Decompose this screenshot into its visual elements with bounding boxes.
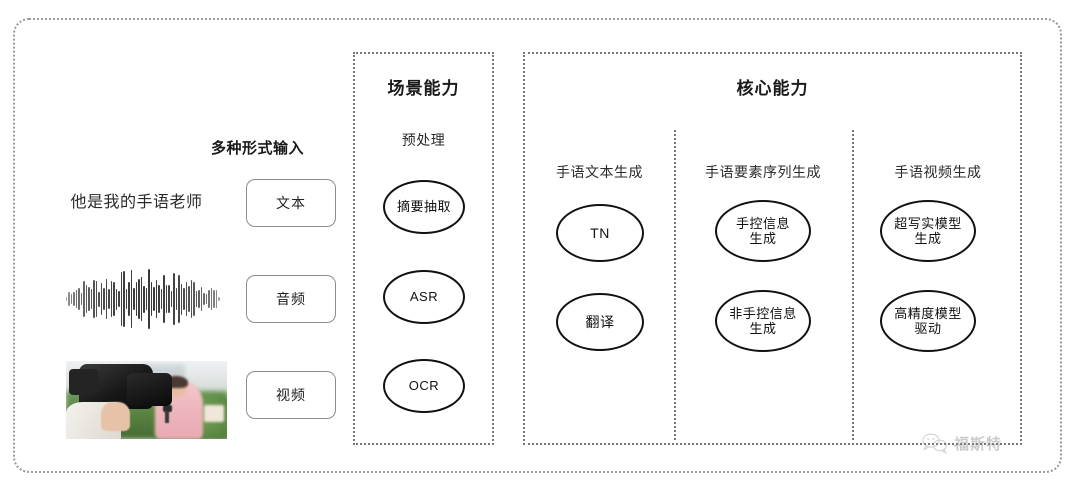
core-capability-panel: 核心能力 手语文本生成 TN 翻译 手语要素序列生成 手控信息 生成 非手控信息… [523,52,1022,445]
core-column-label-element-sequence: 手语要素序列生成 [705,164,821,180]
core-column-divider-1 [674,130,676,440]
node-manual-signal-generation[interactable]: 手控信息 生成 [715,200,811,262]
audio-waveform-icon [58,268,228,330]
thumb-camera-lens [127,373,173,407]
node-high-precision-line1: 高精度模型 [894,305,962,321]
core-capability-title: 核心能力 [736,79,809,98]
input-button-text[interactable]: 文本 [246,179,336,227]
thumb-microphone [162,405,173,413]
input-button-video[interactable]: 视频 [246,371,336,419]
core-column-label-text-generation: 手语文本生成 [556,164,643,180]
node-asr[interactable]: ASR [383,270,465,324]
sample-text: 他是我的手语老师 [70,194,203,211]
node-translation-line1: 翻译 [585,313,615,330]
multi-input-label: 多种形式输入 [210,140,304,157]
node-hyperrealistic-model-generation[interactable]: 超写实模型 生成 [880,200,976,262]
thumb-notebook [204,404,224,422]
node-summary-extraction[interactable]: 摘要抽取 [383,180,465,234]
node-hyperrealistic-line2: 生成 [914,231,942,246]
node-non-manual-signal-generation[interactable]: 非手控信息 生成 [715,290,811,352]
wechat-icon [922,433,947,454]
node-ocr[interactable]: OCR [383,359,465,413]
thumb-camera-hood [69,368,99,396]
input-button-audio[interactable]: 音频 [246,275,336,323]
thumb-microphone-handle [165,410,170,424]
node-non-manual-signal-line1: 非手控信息 [729,305,797,321]
scene-capability-panel: 场景能力 预处理 摘要抽取 ASR OCR [353,52,494,445]
node-tn-line1: TN [590,224,610,241]
node-translation[interactable]: 翻译 [556,293,644,351]
watermark-text: 福斯特 [954,435,1003,453]
scene-capability-title: 场景能力 [387,79,460,98]
watermark: 福斯特 [922,432,1002,454]
node-manual-signal-line2: 生成 [749,231,777,246]
input-section: 多种形式输入 他是我的手语老师 文本 音频 视频 [20,30,345,450]
scene-preprocess-label: 预处理 [401,132,446,148]
node-non-manual-signal-line2: 生成 [749,321,777,336]
core-column-label-video-generation: 手语视频生成 [894,164,982,180]
node-hyperrealistic-line1: 超写实模型 [894,215,962,231]
node-high-precision-line2: 驱动 [914,321,942,336]
node-manual-signal-line1: 手控信息 [735,215,790,231]
node-tn[interactable]: TN [556,204,644,262]
video-thumbnail [66,361,227,439]
core-column-divider-2 [852,130,854,440]
outer-dotted-frame [13,18,1062,473]
node-high-precision-model-driving[interactable]: 高精度模型 驱动 [880,290,976,352]
thumb-operator-hand [101,401,131,432]
